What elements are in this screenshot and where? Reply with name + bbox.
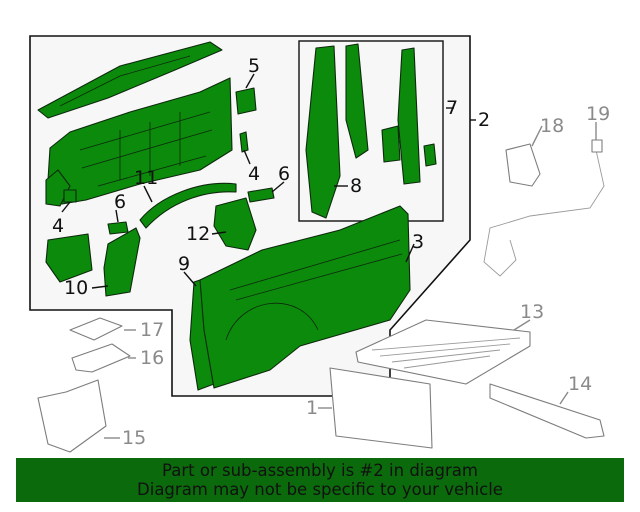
- column-center: [345, 43, 369, 159]
- callout-6-right: 6: [278, 163, 290, 185]
- callout-5: 5: [248, 55, 260, 77]
- step-pad-17: [69, 317, 123, 341]
- callout-15: 15: [122, 427, 146, 449]
- info-banner: Part or sub-assembly is #2 in diagram Di…: [16, 458, 624, 502]
- highlighted-parts: [37, 41, 437, 391]
- column-8: [305, 45, 341, 219]
- column-right: [397, 47, 421, 185]
- rail-14: [489, 383, 605, 439]
- callout-12: 12: [186, 223, 210, 245]
- callout-6-left: 6: [114, 191, 126, 213]
- bracket-12: [213, 197, 257, 251]
- bracket-15: [37, 379, 107, 453]
- callout-labels: 5 4 6 11 6 4 12 9 10 3 8 7 2 18 19 13 14…: [52, 55, 610, 449]
- callout-17: 17: [140, 319, 164, 341]
- banner-line-1: Part or sub-assembly is #2 in diagram: [162, 461, 478, 480]
- clip-6-right: [247, 187, 275, 203]
- banner-line-2: Diagram may not be specific to your vehi…: [137, 480, 503, 499]
- clip-6-left: [107, 221, 129, 235]
- callout-4-left: 4: [52, 215, 64, 237]
- small-bracket-a: [381, 125, 401, 163]
- fastener-4-left: [63, 189, 77, 203]
- wheelhouse-11: [139, 182, 237, 229]
- callout-1: 1: [306, 397, 318, 419]
- corner-bracket: [45, 233, 93, 283]
- connector-19: [591, 139, 603, 153]
- callout-10: 10: [64, 277, 88, 299]
- callout-4-right: 4: [248, 163, 260, 185]
- callout-7: 7: [446, 97, 458, 119]
- callout-16: 16: [140, 347, 164, 369]
- callout-2: 2: [478, 109, 490, 131]
- parts-diagram: 5 4 6 11 6 4 12 9 10 3 8 7 2 18 19 13 14…: [29, 35, 610, 453]
- callout-14: 14: [568, 373, 592, 395]
- bolt-4: [239, 131, 249, 153]
- header-rail: [37, 41, 223, 119]
- callout-8: 8: [350, 175, 362, 197]
- callout-18: 18: [540, 115, 564, 137]
- harness-19: [483, 149, 605, 277]
- step-16: [71, 343, 131, 373]
- tailgate-1: [329, 367, 433, 449]
- lamp-housing-18: [505, 143, 541, 187]
- clip-5: [235, 87, 257, 115]
- callout-11: 11: [134, 167, 158, 189]
- small-bracket-b: [423, 143, 437, 167]
- callout-19: 19: [586, 103, 610, 125]
- callout-3: 3: [412, 231, 424, 253]
- ghost-parts: [37, 139, 605, 453]
- bed-floor-13: [355, 319, 531, 385]
- callout-9: 9: [178, 253, 190, 275]
- side-panel-3: [199, 205, 411, 389]
- leader-lines: [61, 73, 597, 439]
- bracket-10: [103, 227, 141, 297]
- callout-13: 13: [520, 301, 544, 323]
